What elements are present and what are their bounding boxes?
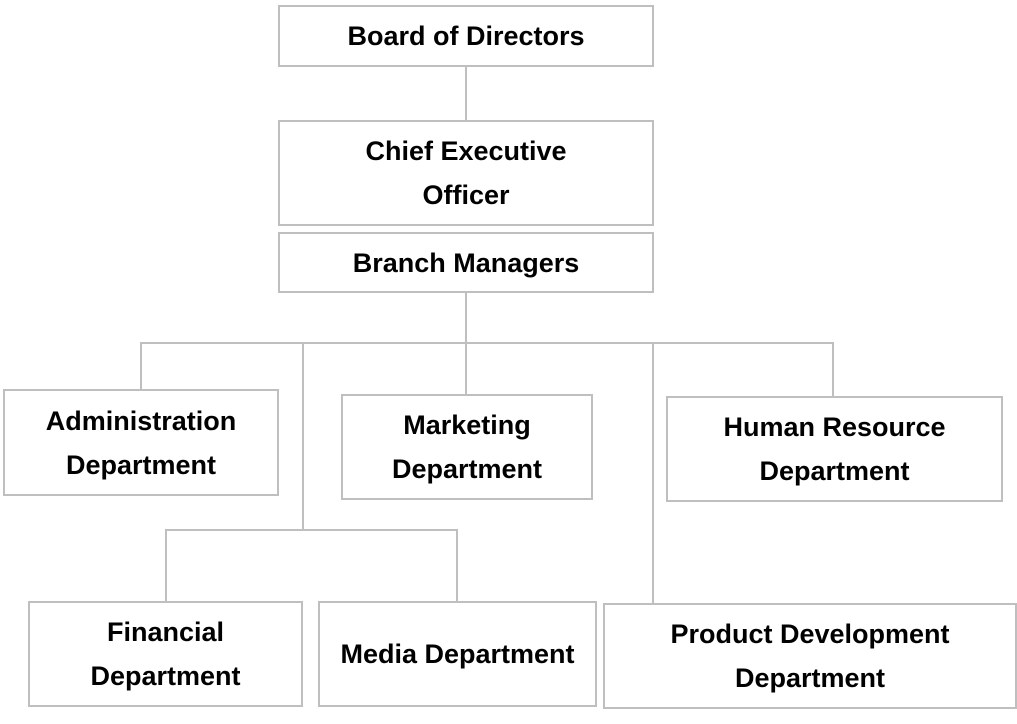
connector-finance-media-trunk: [302, 342, 304, 531]
node-product-development-department: Product Development Department: [603, 603, 1017, 709]
node-administration-department: Administration Department: [3, 389, 279, 496]
connector-finance-media-horizontal: [165, 529, 458, 531]
connector-branch-down: [465, 292, 467, 343]
connector-hr: [832, 342, 834, 396]
node-board-of-directors: Board of Directors: [278, 5, 654, 67]
connector-financial: [165, 529, 167, 601]
connector-board-ceo: [465, 66, 467, 120]
node-branch-managers: Branch Managers: [278, 232, 654, 293]
connector-admin: [140, 342, 142, 389]
connector-main-horizontal: [140, 342, 834, 344]
node-human-resource-department: Human Resource Department: [666, 396, 1003, 502]
node-media-department: Media Department: [318, 601, 597, 707]
connector-product: [652, 342, 654, 603]
node-financial-department: Financial Department: [28, 601, 303, 707]
connector-media: [456, 529, 458, 601]
connector-marketing: [465, 342, 467, 394]
node-chief-executive-officer: Chief Executive Officer: [278, 120, 654, 226]
node-marketing-department: Marketing Department: [341, 394, 593, 500]
